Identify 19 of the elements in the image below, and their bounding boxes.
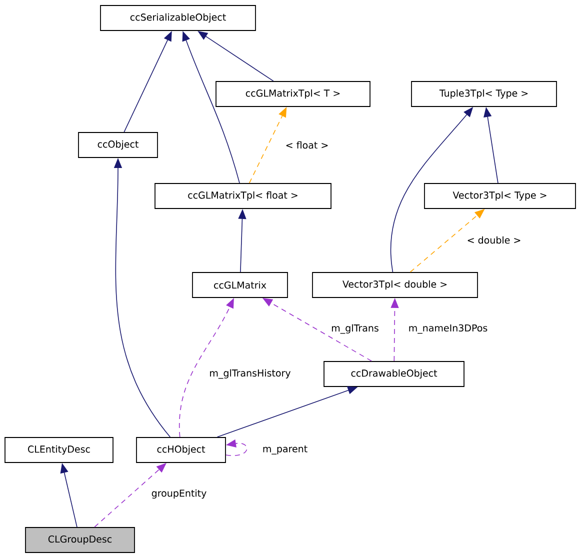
class-box: ccGLMatrix — [192, 272, 288, 298]
class-box: CLGroupDesc — [25, 527, 135, 553]
class-box: ccGLMatrixTpl< float > — [154, 183, 332, 209]
class-box: ccGLMatrixTpl< T > — [216, 81, 370, 107]
edge-label: m_nameIn3DPos — [407, 323, 489, 335]
edge-label: m_glTransHistory — [208, 368, 292, 380]
edge-label: m_glTrans — [330, 323, 380, 335]
class-box: CLEntityDesc — [4, 437, 114, 463]
edge-label: groupEntity — [150, 488, 208, 500]
edge-label: m_parent — [261, 444, 309, 456]
class-box: ccObject — [78, 132, 158, 158]
class-box: ccHObject — [136, 437, 226, 463]
class-box: Vector3Tpl< double > — [312, 272, 478, 298]
edge-label: < double > — [466, 235, 522, 245]
class-box: ccDrawableObject — [324, 361, 464, 387]
class-box: ccSerializableObject — [100, 5, 256, 31]
class-box: Vector3Tpl< Type > — [424, 183, 576, 209]
class-box: Tuple3Tpl< Type > — [411, 81, 557, 107]
edge-label: < float > — [284, 140, 330, 150]
